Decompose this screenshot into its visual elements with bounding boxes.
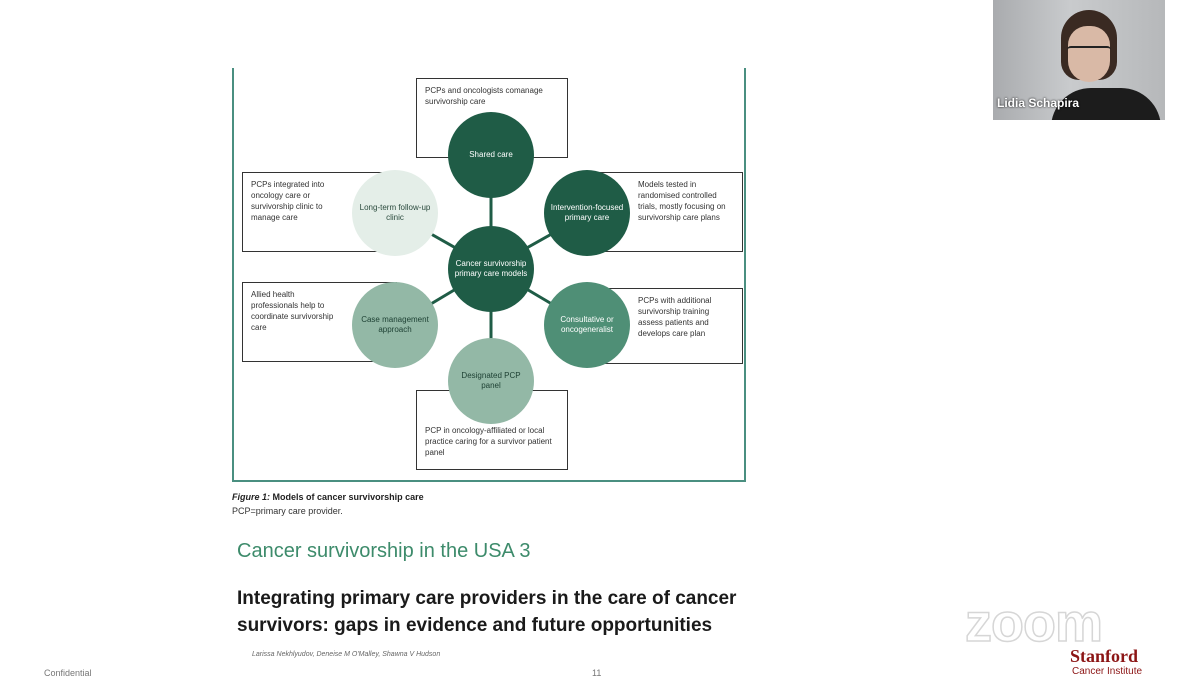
participant-glasses <box>1067 46 1111 58</box>
participant-name: Lidia Schapira <box>997 96 1080 110</box>
desc-case: Allied health professionals help to coor… <box>251 290 334 332</box>
figure-caption-note: PCP=primary care provider. <box>232 506 343 516</box>
desc-consultative: PCPs with additional survivorship traini… <box>638 296 712 338</box>
node-shared-care-label: Shared care <box>469 150 513 159</box>
desc-shared: PCPs and oncologists comanage survivorsh… <box>425 86 543 106</box>
node-center: Cancer survivorship primary care models <box>448 226 534 312</box>
node-intervention-label: Intervention-focused primary care <box>550 203 624 222</box>
node-designated-panel: Designated PCP panel <box>448 338 534 424</box>
participant-face <box>1068 26 1110 82</box>
node-shared-care: Shared care <box>448 112 534 198</box>
article-title: Integrating primary care providers in th… <box>237 588 737 636</box>
desc-designated: PCP in oncology-affiliated or local prac… <box>425 426 552 457</box>
page-number: 11 <box>592 668 602 678</box>
figure-frame: PCPs and oncologists comanage survivorsh… <box>232 68 746 482</box>
zoom-logo: zoom <box>964 592 1104 654</box>
node-intervention: Intervention-focused primary care <box>544 170 630 256</box>
node-long-term-label: Long-term follow-up clinic <box>359 203 431 222</box>
authors: Larissa Nekhlyudov, Deneise M O'Malley, … <box>252 651 441 658</box>
stanford-logo-subtitle: Cancer Institute <box>1072 666 1143 677</box>
figure-caption: Figure 1: Models of cancer survivorship … <box>232 492 424 502</box>
node-consultative: Consultative or oncogeneralist <box>544 282 630 368</box>
node-case-management: Case management approach <box>352 282 438 368</box>
figure-caption-label: Figure 1: <box>232 492 271 502</box>
node-long-term: Long-term follow-up clinic <box>352 170 438 256</box>
footer-confidential: Confidential <box>44 668 92 678</box>
desc-intervention: Models tested in randomised controlled t… <box>638 180 726 222</box>
figure-caption-text: Models of cancer survivorship care <box>272 492 424 502</box>
node-designated-panel-label: Designated PCP panel <box>461 371 521 390</box>
node-consultative-label: Consultative or oncogeneralist <box>560 315 614 334</box>
series-title: Cancer survivorship in the USA 3 <box>237 540 531 562</box>
stanford-logo: Stanford <box>1070 646 1139 666</box>
participant-video-tile[interactable]: Lidia Schapira <box>993 0 1165 120</box>
node-center-label: Cancer survivorship primary care models <box>454 259 528 278</box>
desc-longterm: PCPs integrated into oncology care or su… <box>251 180 325 222</box>
node-case-management-label: Case management approach <box>361 315 429 334</box>
